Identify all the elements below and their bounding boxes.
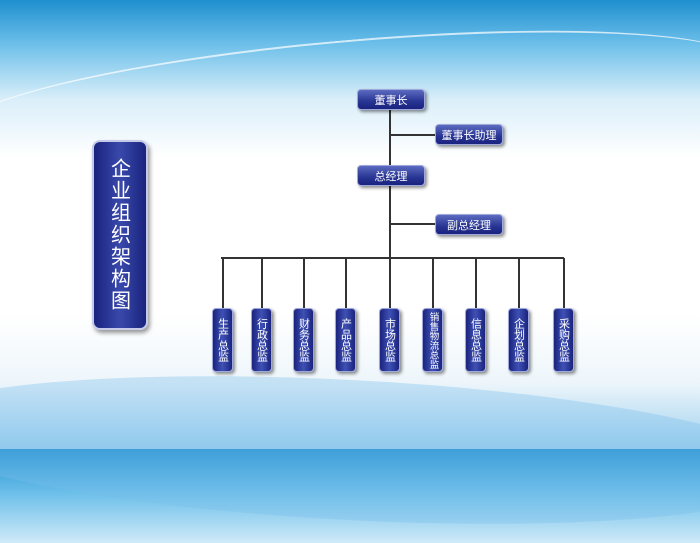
node-director: 产品总监	[335, 308, 356, 372]
connector-line	[261, 258, 263, 309]
node-director: 市场总监	[379, 308, 400, 372]
connector-line	[518, 258, 520, 309]
connector-line	[432, 258, 434, 309]
node-chairman: 董事长	[357, 89, 425, 110]
node-director: 销售物流总监	[422, 308, 443, 372]
node-chairman-assistant: 董事长助理	[435, 124, 503, 145]
connector-line	[389, 258, 391, 309]
node-director: 信息总监	[465, 308, 486, 372]
connector-line	[345, 258, 347, 309]
connector-line	[475, 258, 477, 309]
connector-line	[303, 258, 305, 309]
chart-title: 企业组织架构图	[92, 140, 148, 330]
connector-line	[222, 258, 224, 309]
node-director: 财务总监	[293, 308, 314, 372]
connector-line	[390, 223, 436, 225]
background-wave	[0, 356, 700, 543]
connector-line	[390, 134, 436, 136]
node-director: 生产总监	[212, 308, 233, 372]
connector-line	[221, 257, 564, 259]
node-director: 行政总监	[251, 308, 272, 372]
node-general-manager: 总经理	[357, 165, 425, 186]
connector-line	[563, 258, 565, 309]
node-director: 企划总监	[508, 308, 529, 372]
node-director: 采购总监	[553, 308, 574, 372]
node-deputy-general-manager: 副总经理	[435, 214, 503, 235]
